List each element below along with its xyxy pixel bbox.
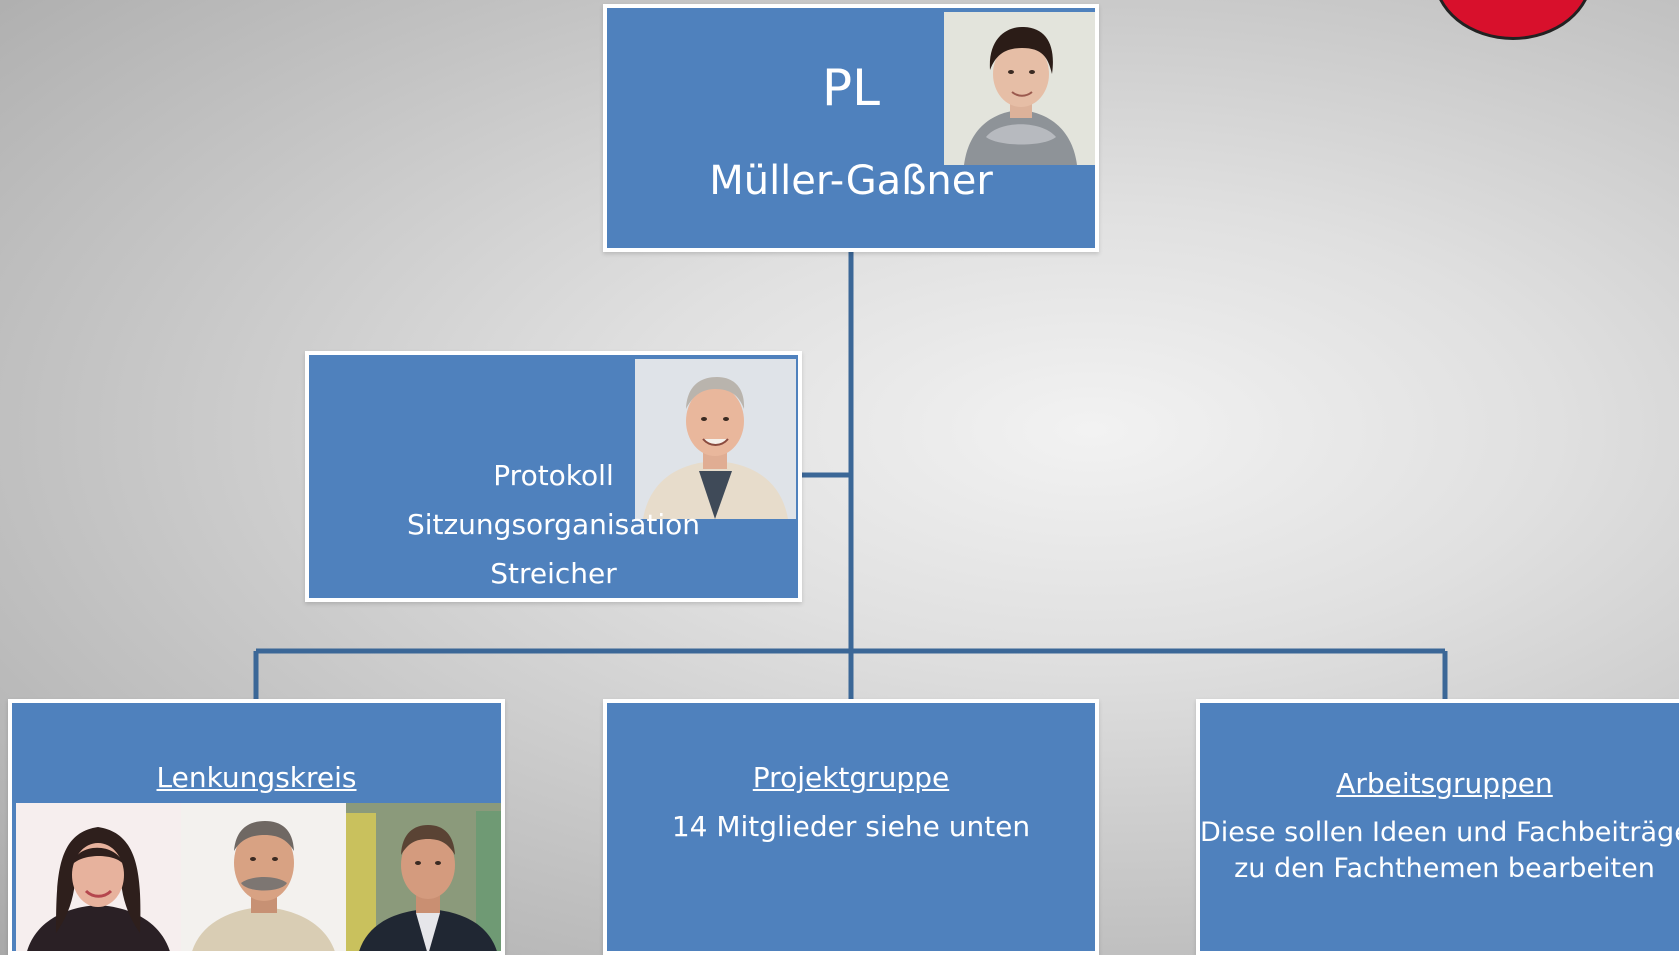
portrait-man-icon — [346, 803, 501, 951]
arbeitsgruppen-line1: Diese sollen Ideen und Fachbeiträge — [1200, 817, 1679, 848]
projektgruppe-subtitle: 14 Mitglieder siehe unten — [671, 810, 1031, 843]
arbeitsgruppen-line2: zu den Fachthemen bearbeiten — [1234, 853, 1655, 884]
pl-name: Müller-Gaßner — [709, 158, 993, 204]
portrait-man-icon — [181, 803, 346, 951]
lenkungskreis-photo-2 — [181, 803, 346, 951]
streicher-name: Streicher — [490, 557, 617, 590]
pl-role: PL — [821, 59, 880, 117]
protokoll-box: Protokoll Sitzungsorganisation Streicher — [305, 351, 802, 602]
streicher-photo — [635, 359, 796, 519]
lenkungskreis-box: Lenkungskreis — [8, 699, 505, 955]
lenkungskreis-title: Lenkungskreis — [156, 761, 357, 794]
projektgruppe-box: Projektgruppe 14 Mitglieder siehe unten — [603, 699, 1099, 955]
pl-box: PL Müller-Gaßner — [603, 4, 1099, 252]
projektgruppe-title: Projektgruppe — [752, 761, 950, 794]
lenkungskreis-photo-3 — [346, 803, 501, 951]
portrait-man-icon — [635, 359, 796, 519]
lenkungskreis-photo-1 — [16, 803, 181, 951]
arbeitsgruppen-title: Arbeitsgruppen — [1336, 767, 1553, 800]
portrait-woman-icon — [16, 803, 181, 951]
protokoll-label: Protokoll — [493, 459, 614, 492]
sitzungsorganisation-label: Sitzungsorganisation — [406, 508, 701, 541]
arbeitsgruppen-box: Arbeitsgruppen Diese sollen Ideen und Fa… — [1196, 699, 1679, 955]
portrait-woman-icon — [944, 12, 1095, 165]
pl-photo — [944, 12, 1095, 165]
